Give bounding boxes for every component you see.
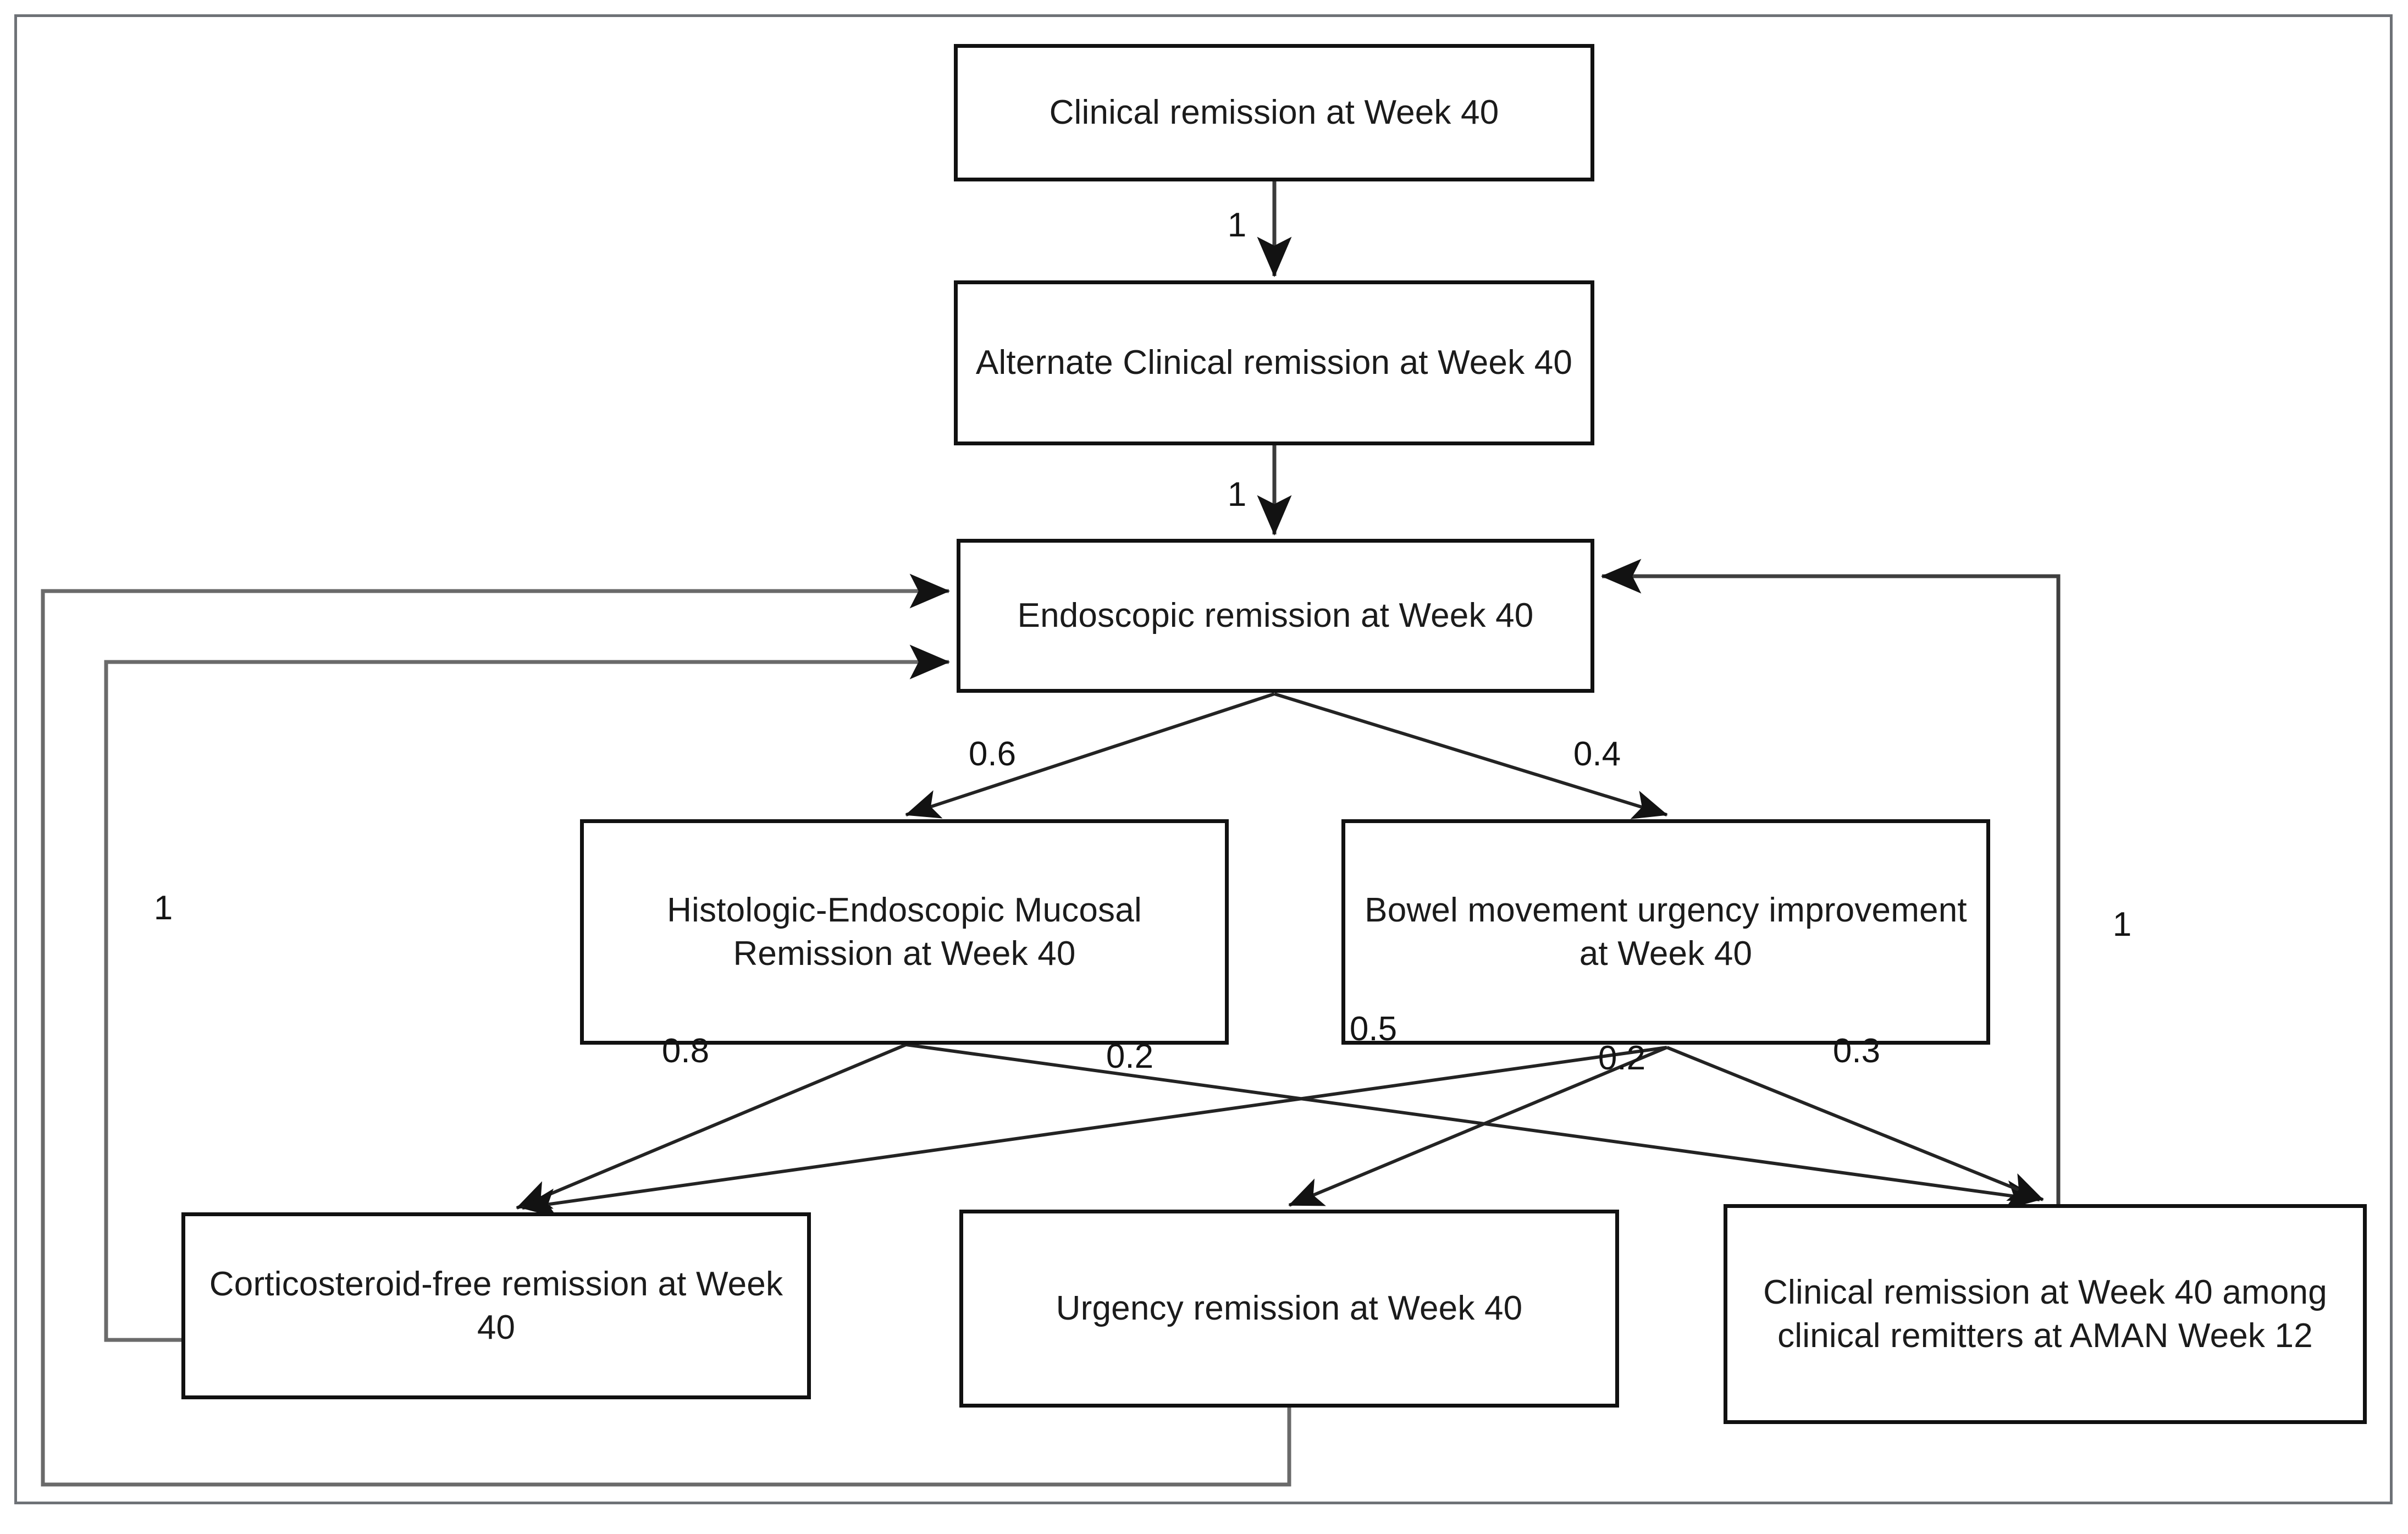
edge-label-0-8: 0.8	[661, 1032, 710, 1070]
edge-label-0-3: 0.3	[1832, 1032, 1881, 1070]
node-alternate-clinical-remission-w40[interactable]: Alternate Clinical remission at Week 40	[954, 280, 1594, 445]
node-bowel-movement-urgency-improvement-w40[interactable]: Bowel movement urgency improvement at We…	[1341, 819, 1990, 1045]
node-endoscopic-remission-w40[interactable]: Endoscopic remission at Week 40	[957, 539, 1594, 693]
node-corticosteroid-free-remission-w40[interactable]: Corticosteroid-free remission at Week 40	[181, 1212, 811, 1399]
node-label: Urgency remission at Week 40	[1056, 1289, 1523, 1328]
edge-label-1-top: 1	[1227, 206, 1247, 244]
edge-label-0-6: 0.6	[968, 735, 1017, 773]
edge-label-0-2-right: 0.2	[1598, 1039, 1646, 1077]
node-label: Endoscopic remission at Week 40	[1017, 597, 1534, 635]
node-clinical-remission-w40[interactable]: Clinical remission at Week 40	[954, 44, 1594, 181]
edge-label-1-right-loop: 1	[2112, 906, 2132, 943]
node-histologic-endoscopic-mucosal-remission-w40[interactable]: Histologic-Endoscopic Mucosal Remission …	[580, 819, 1229, 1045]
node-label: Bowel movement urgency improvement at We…	[1365, 891, 1967, 973]
edge-label-1-left-loop: 1	[153, 889, 173, 927]
node-label: Clinical remission at Week 40 among clin…	[1763, 1273, 2327, 1355]
edge-label-1-second: 1	[1227, 476, 1247, 514]
node-label: Clinical remission at Week 40	[1049, 93, 1499, 132]
edge-label-0-2-left: 0.2	[1106, 1038, 1154, 1075]
edge-label-0-5: 0.5	[1349, 1010, 1398, 1048]
node-label: Corticosteroid-free remission at Week 40	[209, 1265, 783, 1347]
edge-label-0-4: 0.4	[1573, 735, 1621, 773]
node-label: Histologic-Endoscopic Mucosal Remission …	[667, 891, 1142, 973]
node-urgency-remission-w40[interactable]: Urgency remission at Week 40	[959, 1210, 1619, 1408]
node-clinical-remission-among-remitters-aman-w12[interactable]: Clinical remission at Week 40 among clin…	[1724, 1204, 2367, 1424]
node-label: Alternate Clinical remission at Week 40	[975, 344, 1573, 382]
